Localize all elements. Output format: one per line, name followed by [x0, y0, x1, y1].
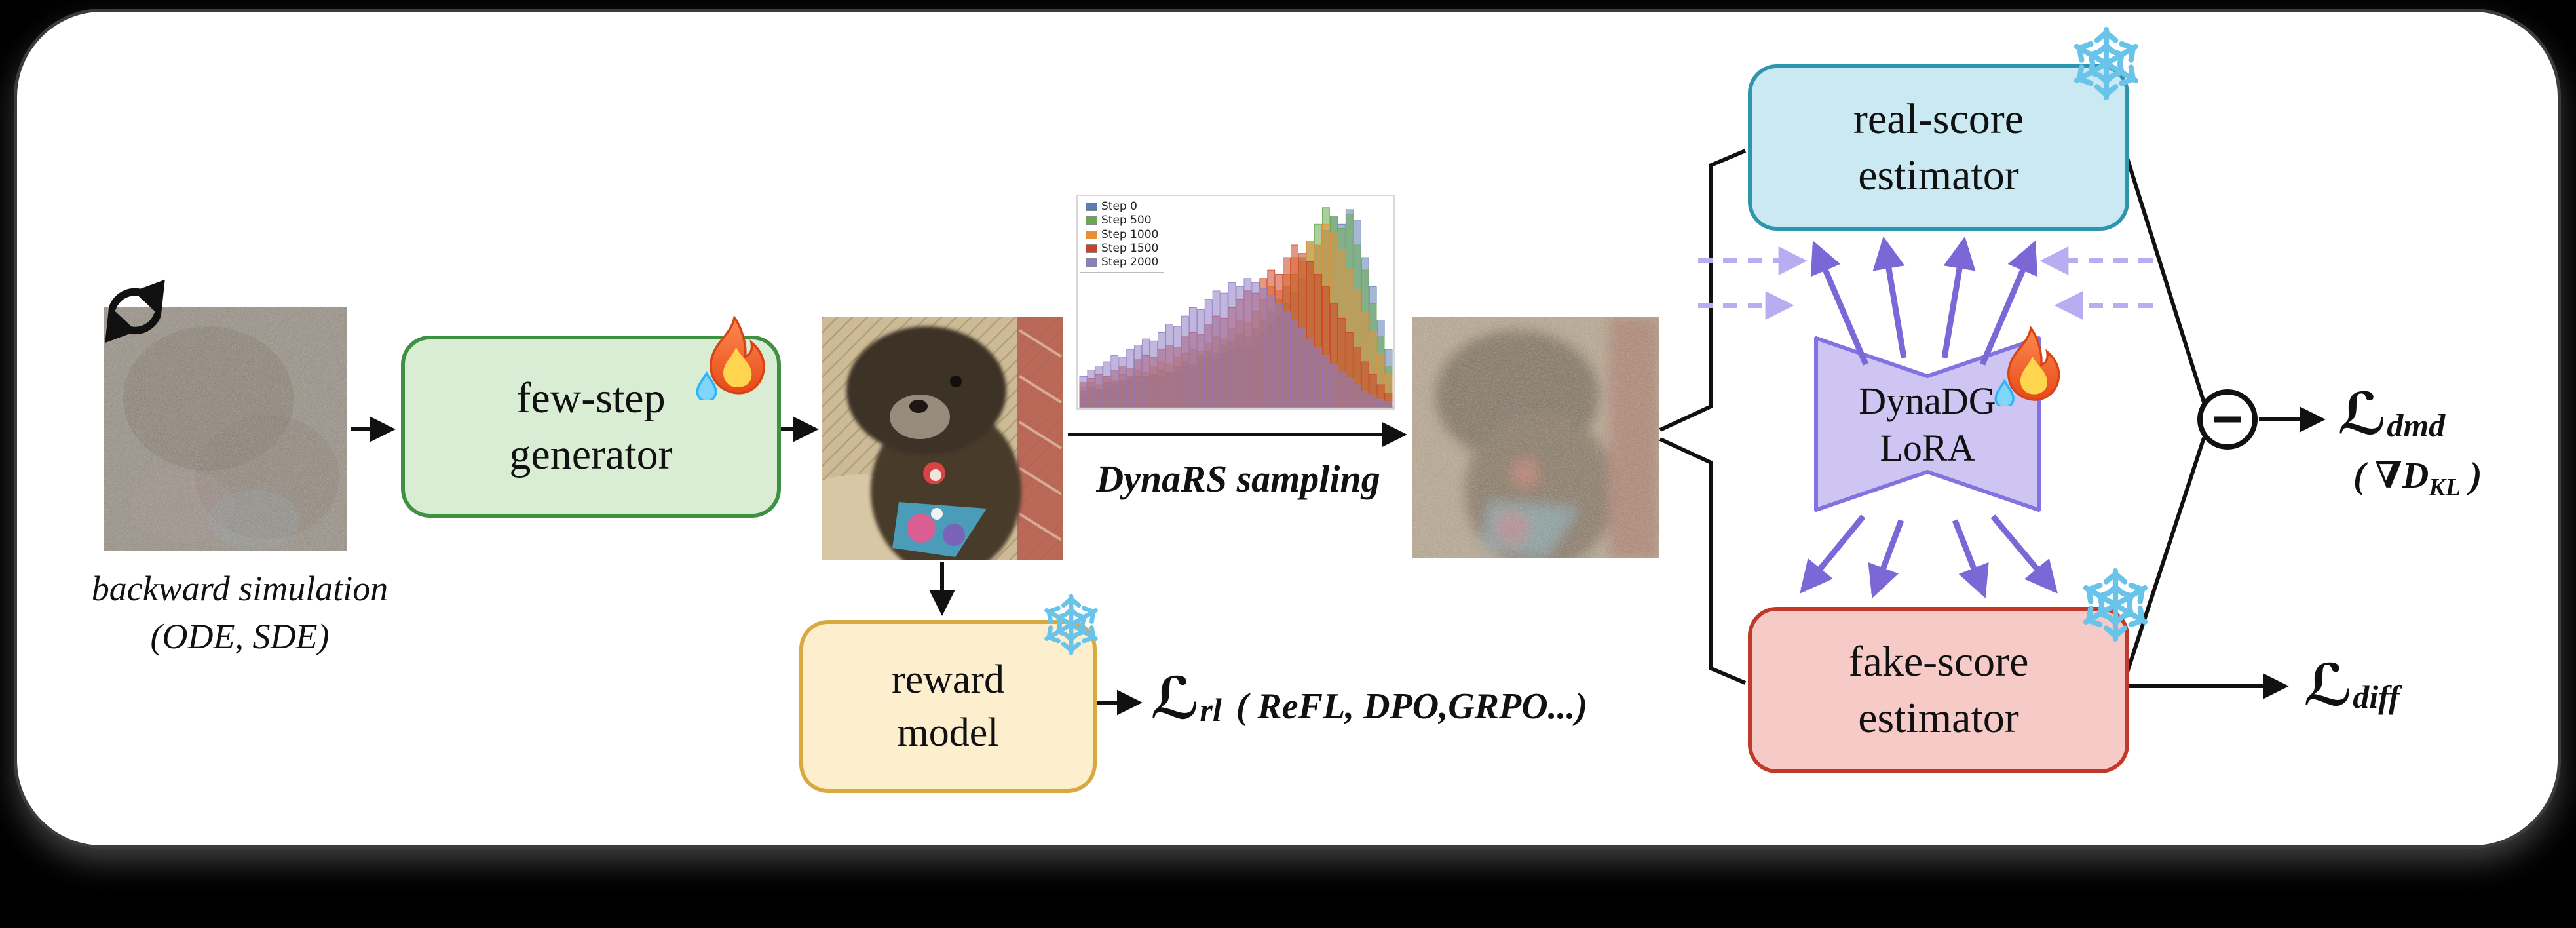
reward-label-line2: model: [897, 710, 999, 755]
fake-score-estimator-box: fake-score estimator: [1748, 607, 2129, 773]
loss-dmd-label: ℒdmd: [2338, 380, 2446, 448]
chart-legend-item: Step 1000: [1086, 228, 1158, 242]
loss-rl-label: ℒrl( ReFL, DPO,GRPO...): [1150, 665, 1588, 732]
chart-legend-item: Step 500: [1086, 214, 1158, 227]
chart-legend-item: Step 1500: [1086, 242, 1158, 256]
reward-model-box: reward model: [799, 620, 1097, 793]
generator-label-line1: few-step: [516, 374, 666, 423]
histogram-plot: [1076, 195, 1395, 410]
snowflake-icon: [2077, 566, 2154, 644]
chart-legend-item: Step 2000: [1086, 256, 1158, 269]
chart-legend-item: Step 0: [1086, 200, 1158, 214]
loss-dmd-annotation: ( ∇DKL ): [2353, 455, 2482, 502]
loss-diff-label: ℒdiff: [2303, 651, 2400, 719]
snowflake-icon: [2068, 25, 2145, 102]
real-score-estimator-box: real-score estimator: [1748, 64, 2129, 231]
backward-cycle-icon: [96, 269, 174, 343]
generated-image: [822, 317, 1063, 560]
snowflake-icon: [1039, 592, 1103, 657]
fake-score-label-line1: fake-score: [1848, 638, 2029, 686]
generator-label-line2: generator: [509, 431, 673, 478]
dynars-sampling-label: DynaRS sampling: [1096, 457, 1380, 500]
noised-generated-image: [1412, 317, 1659, 558]
noise-image: [104, 307, 347, 551]
fire-icon: [1994, 325, 2068, 409]
reward-label-line1: reward: [891, 657, 1005, 703]
dynadg-lora-label: DynaDG LoRA: [1859, 379, 1996, 470]
real-score-label-line1: real-score: [1853, 95, 2024, 144]
fake-score-label-line2: estimator: [1858, 694, 2019, 742]
real-score-label-line2: estimator: [1858, 151, 2019, 199]
fire-icon: [696, 315, 773, 403]
backward-simulation-caption: backward simulation (ODE, SDE): [91, 569, 388, 656]
